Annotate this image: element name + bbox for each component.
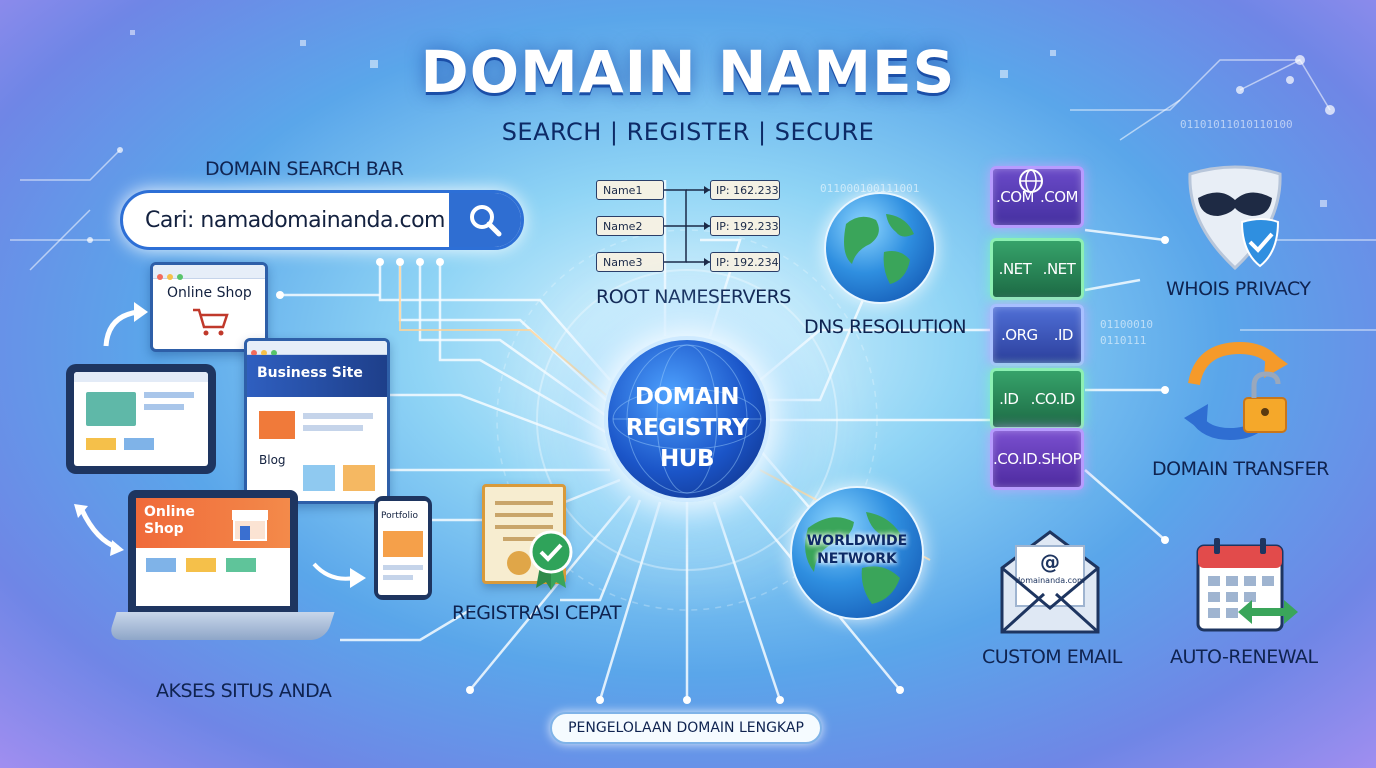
hub-label-line: HUB bbox=[660, 446, 714, 472]
at-sign-icon: @ bbox=[1040, 550, 1060, 574]
hub-label-line: REGISTRY bbox=[625, 415, 749, 441]
business-site-label: Business Site bbox=[257, 365, 363, 381]
tablet-device bbox=[66, 364, 216, 474]
globe-icon bbox=[1019, 169, 1043, 193]
nameservers-label: ROOT NAMESERVERS bbox=[596, 286, 791, 308]
tld-block: .ID .CO.ID bbox=[990, 368, 1084, 430]
search-section-label: DOMAIN SEARCH BAR bbox=[205, 158, 404, 180]
tld-label: .CO.ID bbox=[993, 450, 1038, 468]
tld-label: .NET bbox=[998, 260, 1032, 278]
access-label: AKSES SITUS ANDA bbox=[156, 680, 332, 702]
domain-transfer-label: DOMAIN TRANSFER bbox=[1152, 458, 1329, 480]
network-label-line: WORLDWIDE bbox=[806, 533, 908, 549]
footer-label: PENGELOLAAN DOMAIN LENGKAP bbox=[550, 712, 822, 744]
portfolio-label: Portfolio bbox=[381, 511, 419, 521]
binary-text: 01101011010110100 bbox=[1180, 118, 1293, 131]
online-shop-window: Online Shop bbox=[150, 262, 268, 352]
binary-text: 011000100111001 bbox=[820, 182, 920, 195]
phone-device: Portfolio bbox=[374, 496, 432, 600]
cart-icon bbox=[193, 308, 229, 336]
search-bar[interactable]: Cari: namadomainanda.com bbox=[120, 190, 524, 250]
laptop-device: Online Shop bbox=[128, 490, 298, 614]
nameserver-name: Name1 bbox=[596, 180, 664, 200]
whois-privacy-label: WHOIS PRIVACY bbox=[1166, 278, 1311, 300]
nameserver-ip: IP: 162.233 bbox=[710, 180, 780, 200]
tld-label: .COM bbox=[996, 188, 1035, 206]
arrow-icon bbox=[103, 302, 148, 347]
email-envelope-icon: @ domainanda.com bbox=[998, 528, 1102, 636]
laptop-keyboard bbox=[107, 612, 335, 640]
tld-block: .COM .COM bbox=[990, 166, 1084, 228]
online-shop-label: Online Shop bbox=[167, 285, 252, 301]
business-site-window: Business Site Blog bbox=[244, 338, 390, 504]
binary-text: 01100010 bbox=[1100, 318, 1153, 331]
privacy-mask-icon bbox=[1188, 165, 1282, 271]
dns-globe bbox=[824, 192, 936, 304]
tld-block: .ORG .ID bbox=[990, 304, 1084, 366]
search-input[interactable]: Cari: namadomainanda.com bbox=[145, 208, 446, 233]
check-badge-icon bbox=[529, 530, 573, 590]
arrow-icon bbox=[312, 562, 366, 588]
custom-email-label: CUSTOM EMAIL bbox=[982, 646, 1122, 668]
tld-block: .CO.ID .SHOP bbox=[990, 428, 1084, 490]
nameserver-name: Name3 bbox=[596, 252, 664, 272]
laptop-shop-label: Online Shop bbox=[144, 504, 195, 537]
tld-stack: .COM .COM .NET .NET .ORG .ID .ID .CO.ID … bbox=[990, 166, 1084, 496]
transfer-icon bbox=[1184, 341, 1288, 441]
hub-label-line: DOMAIN bbox=[634, 384, 740, 410]
envelope-icon bbox=[1000, 530, 1100, 634]
network-globe: WORLDWIDE NETWORK bbox=[790, 486, 924, 620]
page-subtitle: SEARCH | REGISTER | SECURE bbox=[501, 118, 875, 146]
registration-label: REGISTRASI CEPAT bbox=[452, 602, 621, 624]
nameserver-name: Name2 bbox=[596, 216, 664, 236]
auto-renewal-label: AUTO-RENEWAL bbox=[1170, 646, 1318, 668]
hub-grid bbox=[612, 344, 762, 494]
nameserver-connectors bbox=[664, 186, 710, 266]
blog-label: Blog bbox=[259, 453, 286, 467]
dns-label: DNS RESOLUTION bbox=[804, 316, 967, 338]
search-button[interactable] bbox=[449, 193, 521, 247]
store-icon bbox=[232, 510, 268, 541]
binary-text: 0110111 bbox=[1100, 334, 1147, 347]
nameserver-ip: IP: 192.233 bbox=[710, 216, 780, 236]
tld-label: .ID bbox=[999, 390, 1019, 408]
tld-label: .ORG bbox=[1001, 326, 1038, 344]
nameserver-ip: IP: 192.234 bbox=[710, 252, 780, 272]
globe-icon bbox=[844, 214, 914, 284]
tld-label: .SHOP bbox=[1037, 450, 1082, 468]
arrow-icon bbox=[74, 504, 124, 556]
tld-label: .COM bbox=[1040, 188, 1079, 206]
tld-label: .NET bbox=[1042, 260, 1076, 278]
search-icon bbox=[470, 205, 502, 237]
registry-hub: DOMAIN REGISTRY HUB bbox=[604, 336, 770, 502]
tld-label: .CO.ID bbox=[1030, 390, 1076, 408]
globe-icon bbox=[805, 512, 904, 604]
tld-block: .NET .NET bbox=[990, 238, 1084, 300]
calendar-icon bbox=[1196, 538, 1298, 632]
email-domain: domainanda.com bbox=[1015, 576, 1085, 585]
page-title: DOMAIN NAMES bbox=[420, 38, 956, 106]
network-label-line: NETWORK bbox=[817, 551, 897, 567]
tld-label: .ID bbox=[1053, 326, 1074, 344]
